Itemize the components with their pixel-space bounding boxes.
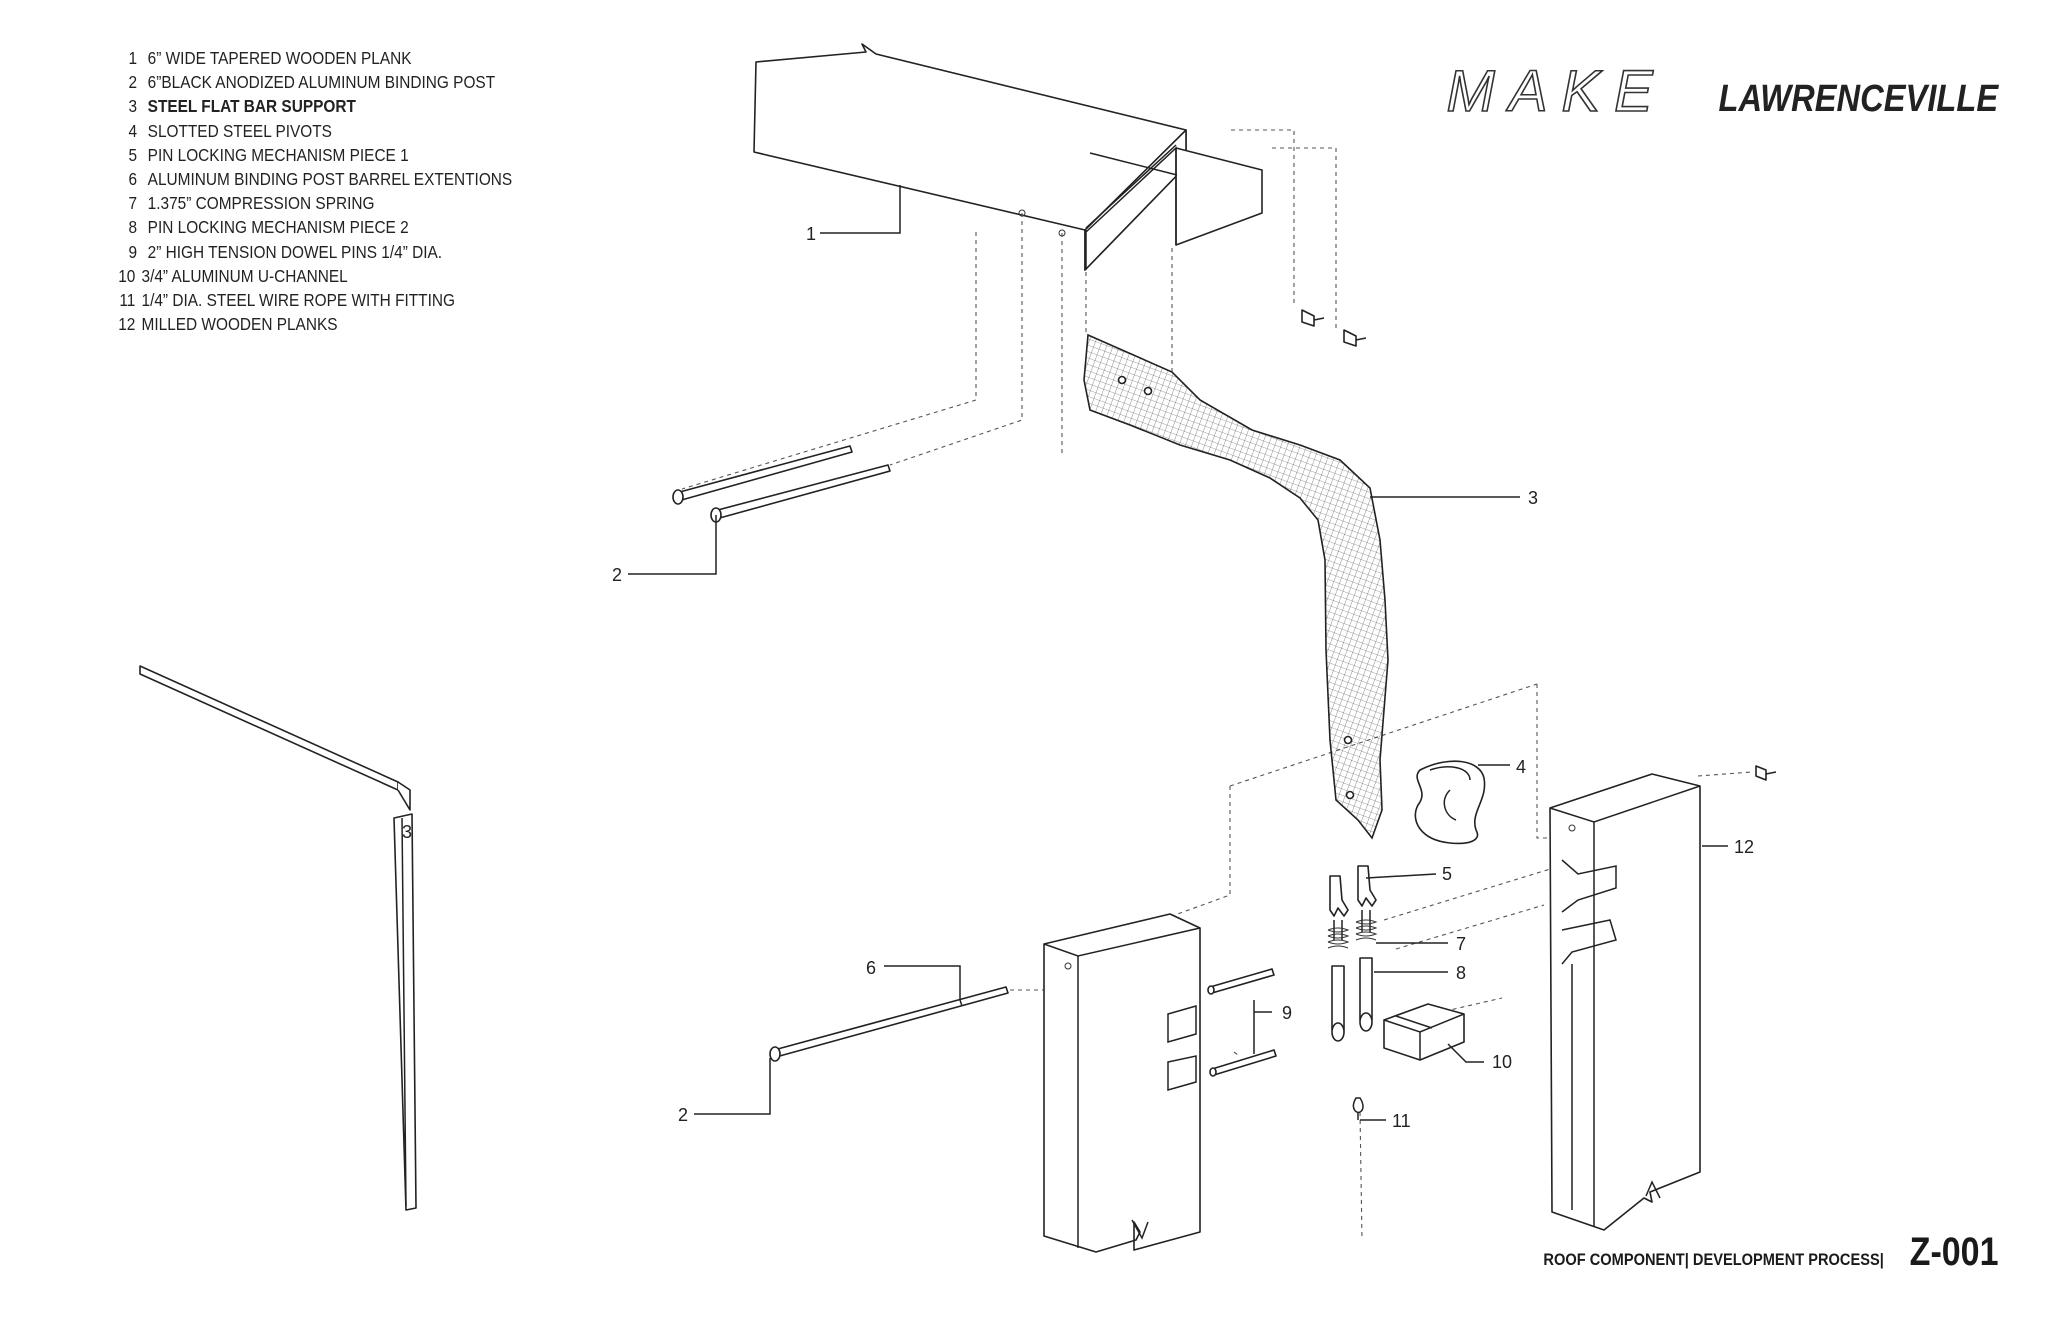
milled-plank-right (1549, 773, 1701, 1231)
milled-plank-left (1043, 913, 1201, 1253)
callout-3: 3 (1528, 488, 1538, 508)
brand-make: MAKE (1446, 58, 1667, 125)
assembly-guide-lines (681, 129, 1753, 1241)
callout-4: 4 (1516, 757, 1526, 777)
callout-7: 7 (1456, 934, 1466, 954)
title-block: ROOF COMPONENT| DEVELOPMENT PROCESS| Z-0… (1488, 1230, 1998, 1275)
callout-11: 11 (1392, 1111, 1411, 1131)
callout-2-upper: 2 (612, 565, 622, 585)
sheet-number: Z-001 (1909, 1230, 1998, 1274)
callouts: 1 2 3 4 5 6 7 8 9 10 11 12 2 (612, 185, 1754, 1131)
binding-post-lower (769, 986, 1009, 1062)
callout-12: 12 (1734, 837, 1754, 857)
steel-flat-bar-support (1083, 333, 1389, 840)
callout-1: 1 (806, 224, 816, 244)
assembled-bracket-elevation: 3 (139, 665, 417, 1211)
slotted-pivot-screw-top (1301, 309, 1367, 347)
brand-title: MAKE LAWRENCEVILLE (1446, 58, 1998, 125)
bracket-mark: 3 (402, 822, 412, 842)
callout-9: 9 (1282, 1003, 1292, 1023)
callout-5: 5 (1442, 864, 1452, 884)
aluminum-u-channel (1383, 1003, 1465, 1061)
dowel-pins (1207, 968, 1277, 1077)
binding-posts-upper (672, 445, 891, 523)
steel-wire-rope (1352, 1097, 1364, 1120)
brand-city: LAWRENCEVILLE (1718, 78, 1998, 120)
pin-locking-mechanism (1327, 865, 1378, 1042)
callout-2-lower: 2 (678, 1105, 688, 1125)
wooden-plank-top (753, 43, 1263, 271)
slotted-steel-pivot (1414, 760, 1486, 845)
drawing-subtitle: ROOF COMPONENT| DEVELOPMENT PROCESS| (1543, 1250, 1884, 1269)
callout-6: 6 (866, 958, 876, 978)
slotted-pivot-screw-right (1755, 765, 1777, 781)
callout-8: 8 (1456, 963, 1466, 983)
callout-10: 10 (1492, 1052, 1512, 1072)
